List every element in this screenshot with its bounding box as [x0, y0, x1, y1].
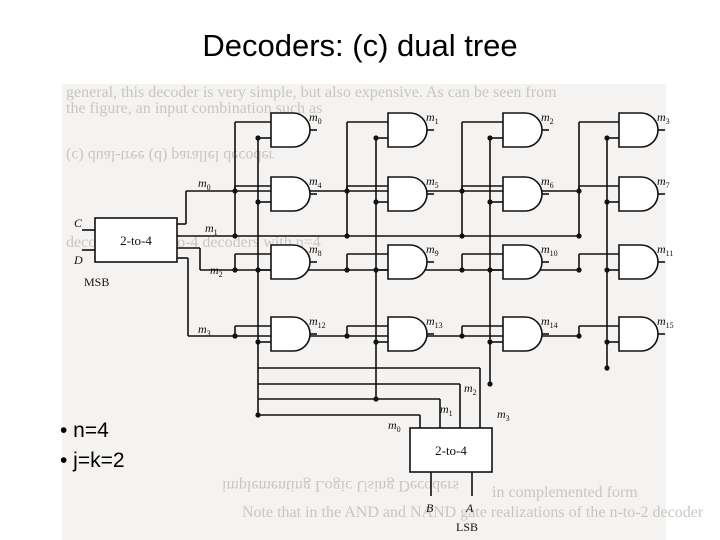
gate-label-m8: m8 — [309, 242, 322, 258]
gate-label-m13: m13 — [426, 314, 443, 330]
junction-dot — [459, 267, 465, 273]
and-gate — [618, 112, 659, 148]
junction-dot — [487, 135, 493, 141]
gate-label-m3: m3 — [657, 110, 670, 126]
junction-dot — [459, 333, 465, 339]
junction-dot — [604, 199, 610, 205]
junction-dot — [373, 267, 379, 273]
and-gate — [270, 176, 311, 212]
junction-dot — [255, 412, 261, 418]
msb-label: MSB — [84, 275, 109, 289]
and-gate — [618, 316, 659, 352]
scan-bg-line: in complemented form — [492, 484, 638, 501]
and-gate — [270, 112, 311, 148]
junction-dot — [604, 365, 610, 371]
junction-dot — [487, 381, 493, 387]
junction-dot — [255, 267, 261, 273]
and-gate — [387, 112, 428, 148]
gate-label-m10: m10 — [541, 242, 558, 258]
junction-dot — [255, 199, 261, 205]
top-out-label-m0: m0 — [198, 176, 211, 192]
junction-dot — [576, 233, 582, 239]
input-label-a: A — [465, 501, 474, 515]
junction-dot — [487, 199, 493, 205]
input-label-d: D — [73, 253, 83, 267]
input-label-b: B — [426, 501, 434, 515]
bottom-out-label-m3: m3 — [497, 407, 510, 423]
junction-dot — [373, 135, 379, 141]
bottom-decoder-label: 2-to-4 — [435, 443, 467, 458]
gate-label-m4: m4 — [309, 174, 322, 190]
bottom-out-label-m1: m1 — [440, 402, 453, 418]
input-label-c: C — [74, 216, 83, 230]
junction-dot — [232, 233, 238, 239]
bottom-out-label-m0: m0 — [388, 418, 401, 434]
gate-label-m11: m11 — [657, 242, 673, 258]
junction-dot — [604, 339, 610, 345]
top-out-label-m1: m1 — [205, 221, 218, 237]
gate-label-m5: m5 — [426, 174, 439, 190]
gate-label-m2: m2 — [541, 110, 554, 126]
and-gate — [618, 176, 659, 212]
junction-dot — [344, 267, 350, 273]
junction-dot — [344, 333, 350, 339]
junction-dot — [604, 267, 610, 273]
junction-dot — [232, 333, 238, 339]
junction-dot — [344, 233, 350, 239]
bottom-decoder-box — [409, 427, 493, 473]
junction-dot — [576, 333, 582, 339]
and-gate — [618, 244, 659, 280]
top-out-label-m2: m2 — [210, 263, 223, 279]
top-decoder-box — [94, 217, 178, 263]
junction-dot — [604, 135, 610, 141]
slide-title: Decoders: (c) dual tree — [202, 28, 518, 63]
junction-dot — [255, 135, 261, 141]
and-gate — [387, 176, 428, 212]
circuit-figure: general, this decoder is very simple, bu… — [62, 84, 703, 540]
and-gate — [502, 176, 543, 212]
and-gate — [270, 244, 311, 280]
gate-label-m15: m15 — [657, 314, 674, 330]
lsb-label: LSB — [456, 520, 478, 534]
junction-dot — [459, 233, 465, 239]
scan-bg-line: general, this decoder is very simple, bu… — [66, 84, 557, 101]
and-gate — [502, 112, 543, 148]
junction-dot — [232, 267, 238, 273]
gate-label-m9: m9 — [426, 242, 439, 258]
and-gate — [270, 316, 311, 352]
scan-bg-line: Note that in the AND and NAND gate reali… — [242, 504, 704, 521]
scan-bg-line: the figure, an input combination such as — [66, 100, 323, 117]
bullet-jk: • j=k=2 — [60, 449, 125, 472]
junction-dot — [576, 267, 582, 273]
junction-dot — [373, 339, 379, 345]
gate-label-m0: m0 — [309, 110, 322, 126]
gate-label-m7: m7 — [657, 174, 670, 190]
junction-dot — [487, 339, 493, 345]
and-gate — [387, 244, 428, 280]
gate-label-m12: m12 — [309, 314, 326, 330]
and-gate — [387, 316, 428, 352]
gate-label-m6: m6 — [541, 174, 554, 190]
bullet-list: • n=4 • j=k=2 — [60, 416, 125, 476]
junction-dot — [373, 396, 379, 402]
bottom-out-label-m2: m2 — [464, 381, 477, 397]
junction-dot — [373, 199, 379, 205]
top-out-label-m3: m3 — [198, 322, 211, 338]
gate-label-m14: m14 — [541, 314, 558, 330]
and-gate — [502, 316, 543, 352]
junction-dot — [487, 267, 493, 273]
junction-dot — [255, 339, 261, 345]
and-gate — [502, 244, 543, 280]
bullet-n: • n=4 — [60, 419, 109, 442]
top-decoder-label: 2-to-4 — [120, 233, 152, 248]
gate-label-m1: m1 — [426, 110, 439, 126]
